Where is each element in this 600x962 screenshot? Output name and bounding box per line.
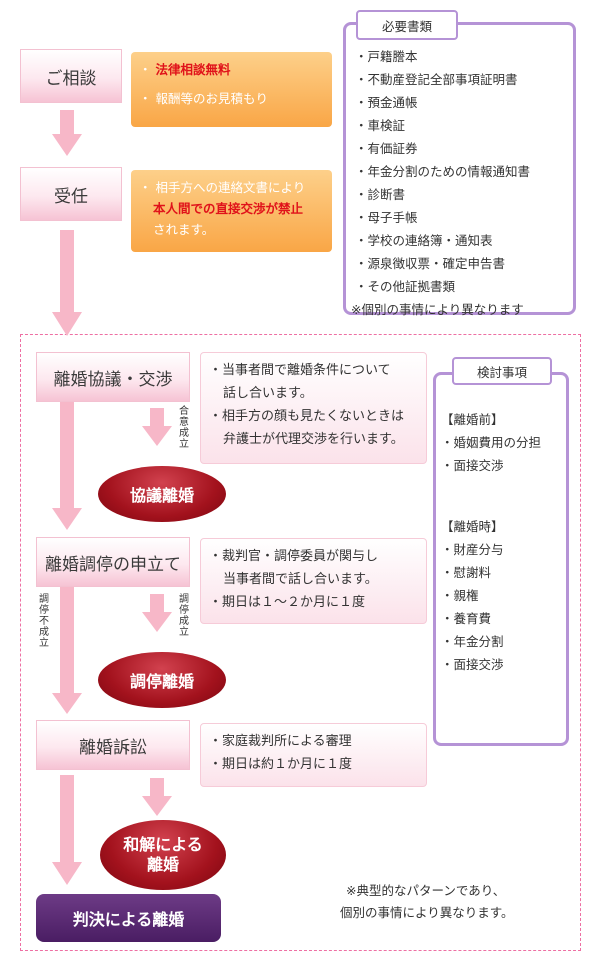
- considerations-title: 検討事項: [452, 357, 552, 385]
- document-item: ・戸籍謄本: [355, 49, 418, 64]
- documents-panel: [343, 22, 576, 315]
- footnote: ※典型的なパターンであり、 個別の事情により異なります。: [340, 880, 576, 924]
- consideration-item: ・養育費: [441, 611, 492, 626]
- arrow-negotiation-to-mediation: [52, 400, 82, 530]
- step-consult: ご相談: [20, 49, 122, 103]
- arrow-accept-to-negotiation: [52, 230, 82, 336]
- document-item: ・学校の連絡簿・通知表: [355, 233, 493, 248]
- consideration-item: ・年金分割: [441, 634, 504, 649]
- divorce-process-region: [20, 334, 581, 951]
- document-item: ・有価証券: [355, 141, 418, 156]
- mediation-line-1: ・裁判官・調停委員が関与し: [209, 549, 379, 564]
- accept-line-2: 本人間での直接交渉が禁止: [153, 201, 304, 216]
- consideration-item: ・慰謝料: [441, 565, 492, 580]
- step-mediation-apply: 離婚調停の申立て: [36, 537, 190, 587]
- negotiation-line-1: ・当事者間で離婚条件について: [209, 363, 391, 378]
- documents-list: ・戸籍謄本 ・不動産登記全部事項証明書 ・預金通帳 ・車検証 ・有価証券 ・年金…: [351, 45, 573, 321]
- step-lawsuit: 離婚訴訟: [36, 720, 190, 770]
- accept-line-3: されます。: [153, 222, 215, 237]
- estimate-text: 報酬等のお見積もり: [155, 91, 269, 106]
- consideration-item: ・親権: [441, 588, 479, 603]
- consideration-item: ・面接交渉: [441, 657, 504, 672]
- document-item: ・その他証拠書類: [355, 279, 456, 294]
- document-note: ※個別の事情により異なります: [351, 302, 524, 317]
- footnote-line-1: ※典型的なパターンであり、: [346, 883, 506, 898]
- consideration-item: ・面接交渉: [441, 458, 504, 473]
- arrow-mediation-to-lawsuit: [52, 585, 82, 714]
- lawsuit-line-1: ・家庭裁判所による審理: [209, 734, 352, 749]
- arrow-to-agreement-divorce: [142, 408, 172, 446]
- step-accept: 受任: [20, 167, 122, 221]
- judgment-divorce: 判決による離婚: [36, 894, 221, 942]
- before-divorce-heading: 【離婚前】: [441, 412, 504, 427]
- document-item: ・不動産登記全部事項証明書: [355, 72, 518, 87]
- free-consult-text: 法律相談無料: [155, 62, 231, 77]
- negotiation-line-4: 弁護士が代理交渉を行います。: [223, 432, 404, 447]
- mediation-failed-label: 調停不成立: [39, 594, 49, 649]
- considerations-list: 【離婚前】 ・婚姻費用の分担 ・面接交渉 【離婚時】 ・財産分与 ・慰謝料 ・親…: [441, 408, 567, 676]
- document-item: ・源泉徴収票・確定申告書: [355, 256, 506, 271]
- lawsuit-note: ・家庭裁判所による審理 ・期日は約１か月に１度: [200, 723, 427, 787]
- arrow-consult-to-accept: [52, 110, 82, 156]
- document-item: ・年金分割のための情報通知書: [355, 164, 531, 179]
- document-item: ・預金通帳: [355, 95, 418, 110]
- accept-note: ・相手方への連絡文書により 本人間での直接交渉が禁止 されます。: [131, 170, 332, 252]
- lawsuit-line-2: ・期日は約１か月に１度: [209, 757, 353, 772]
- document-item: ・診断書: [355, 187, 406, 202]
- arrow-lawsuit-to-judgment: [52, 775, 82, 885]
- bullet: ・: [139, 62, 152, 77]
- settlement-line-1: 和解による: [123, 835, 203, 854]
- bullet: ・: [139, 180, 152, 195]
- mediation-line-3: ・期日は１～２か月に１度: [209, 595, 366, 610]
- document-item: ・母子手帳: [355, 210, 418, 225]
- documents-title: 必要書類: [356, 10, 458, 40]
- accept-line-1: 相手方への連絡文書により: [155, 180, 306, 195]
- negotiation-note: ・当事者間で離婚条件について 話し合います。 ・相手方の顔も見たくないときは 弁…: [200, 352, 427, 464]
- mediation-note: ・裁判官・調停委員が関与し 当事者間で話し合います。 ・期日は１～２か月に１度: [200, 538, 427, 624]
- step-negotiation: 離婚協議・交渉: [36, 352, 190, 402]
- mediation-divorce: 調停離婚: [98, 652, 226, 708]
- footnote-line-2: 個別の事情により異なります。: [340, 905, 514, 920]
- agreement-divorce: 協議離婚: [98, 466, 226, 522]
- consideration-item: ・婚姻費用の分担: [441, 435, 542, 450]
- document-item: ・車検証: [355, 118, 406, 133]
- mediation-line-2: 当事者間で話し合います。: [223, 572, 378, 587]
- negotiation-line-3: ・相手方の顔も見たくないときは: [209, 409, 405, 424]
- agreement-reached-label: 合意成立: [179, 406, 189, 450]
- arrow-to-settlement-divorce: [142, 778, 172, 816]
- negotiation-line-2: 話し合います。: [223, 386, 313, 401]
- consult-note: ・法律相談無料 ・報酬等のお見積もり: [131, 52, 332, 127]
- at-divorce-heading: 【離婚時】: [441, 519, 504, 534]
- bullet: ・: [139, 91, 152, 106]
- settlement-line-2: 離婚: [146, 855, 179, 874]
- mediation-reached-label: 調停成立: [179, 594, 189, 638]
- settlement-divorce: 和解による 離婚: [100, 820, 226, 890]
- arrow-to-mediation-divorce: [142, 594, 172, 632]
- consideration-item: ・財産分与: [441, 542, 504, 557]
